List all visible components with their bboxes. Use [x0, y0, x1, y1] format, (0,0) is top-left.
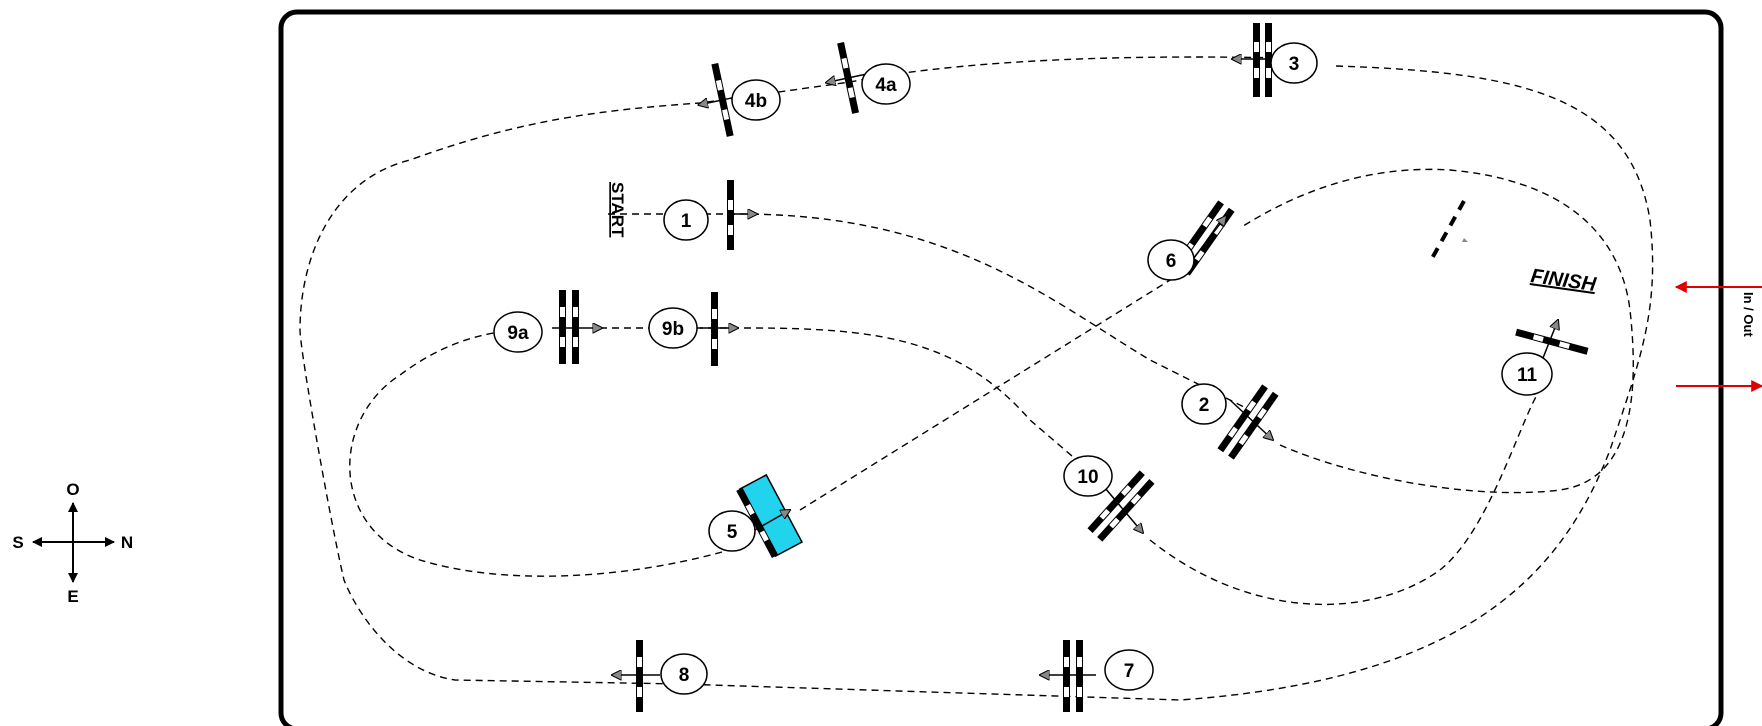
svg-text:9b: 9b — [662, 319, 684, 340]
label-6: 6 — [1147, 239, 1195, 281]
obstacle-10-direction — [1099, 481, 1143, 533]
obstacle-7 — [1040, 640, 1096, 712]
obstacle-1 — [727, 180, 757, 250]
obstacle-11-direction — [1542, 320, 1558, 359]
obstacle-4a — [819, 41, 870, 114]
label-3: 3 — [1270, 42, 1318, 84]
compass-bottom-label: E — [67, 587, 78, 606]
svg-text:8: 8 — [679, 665, 690, 686]
label-7: 7 — [1104, 649, 1154, 691]
obstacle-2 — [1217, 384, 1279, 460]
svg-text:9a: 9a — [507, 323, 529, 344]
obstacle-5-direction — [754, 510, 790, 531]
svg-text:10: 10 — [1077, 467, 1098, 488]
finish-marker-tick — [1462, 238, 1468, 242]
svg-text:7: 7 — [1124, 661, 1135, 682]
label-5: 5 — [708, 510, 756, 552]
route-2-to-6 — [1239, 168, 1634, 494]
compass-right-label: N — [121, 533, 133, 552]
label-4b: 4b — [731, 79, 781, 121]
obstacle-11 — [1515, 328, 1589, 355]
svg-text:4b: 4b — [745, 91, 767, 112]
route-6-to-5 — [799, 271, 1184, 511]
obstacle-4b — [691, 62, 744, 137]
label-1: 1 — [663, 199, 709, 241]
route-start-to-2 — [608, 213, 1251, 411]
finish-marker-line — [1428, 200, 1466, 263]
label-4a: 4a — [861, 63, 911, 105]
gate-label: In / Out — [1741, 292, 1756, 337]
obstacle-2-direction — [1229, 399, 1273, 440]
route-5-to-9a — [349, 329, 723, 577]
label-8: 8 — [660, 653, 708, 695]
obstacle-9b — [700, 292, 738, 366]
svg-text:4a: 4a — [875, 75, 897, 96]
svg-text:1: 1 — [681, 211, 692, 232]
route-10-to-11 — [1149, 389, 1541, 606]
obstacle-5 — [736, 473, 803, 559]
route-9a-to-10 — [600, 327, 1101, 481]
label-2: 2 — [1181, 383, 1227, 425]
arena-border — [278, 9, 1724, 726]
svg-text:2: 2 — [1199, 395, 1210, 416]
finish-label: FINISH — [1529, 265, 1598, 296]
label-9b: 9b — [648, 307, 698, 349]
obstacle-9a — [552, 290, 602, 364]
svg-text:5: 5 — [727, 522, 738, 543]
svg-text:11: 11 — [1517, 365, 1538, 386]
start-label: START — [608, 182, 627, 238]
label-10: 10 — [1063, 455, 1113, 497]
svg-text:3: 3 — [1289, 54, 1300, 75]
compass: O E S N — [12, 480, 133, 606]
compass-left-label: S — [12, 533, 23, 552]
label-11: 11 — [1501, 352, 1553, 396]
label-9a: 9a — [493, 311, 543, 353]
route-outer-loop — [299, 56, 1654, 701]
obstacle-8 — [612, 640, 660, 712]
compass-top-label: O — [66, 480, 79, 499]
svg-text:6: 6 — [1166, 251, 1177, 272]
